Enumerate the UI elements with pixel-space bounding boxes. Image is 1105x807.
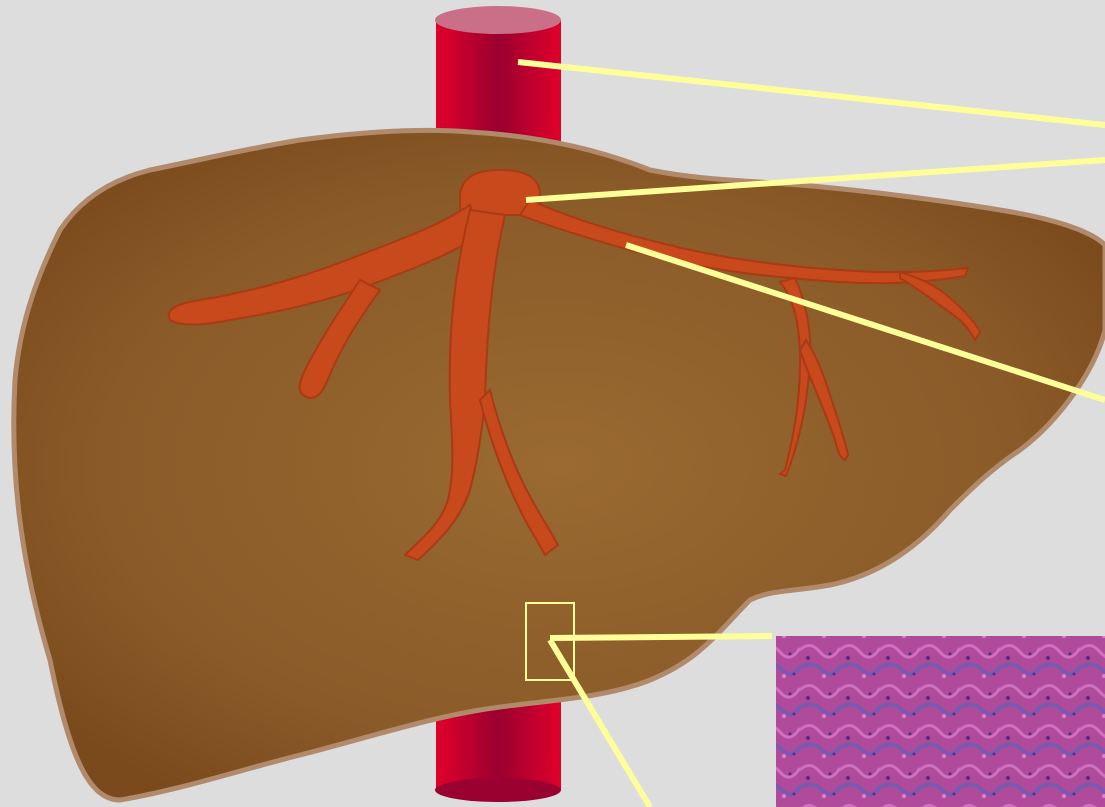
pointer-ivc bbox=[518, 62, 1105, 125]
histology-micrograph bbox=[776, 636, 1105, 807]
pointer-histology bbox=[550, 636, 772, 638]
